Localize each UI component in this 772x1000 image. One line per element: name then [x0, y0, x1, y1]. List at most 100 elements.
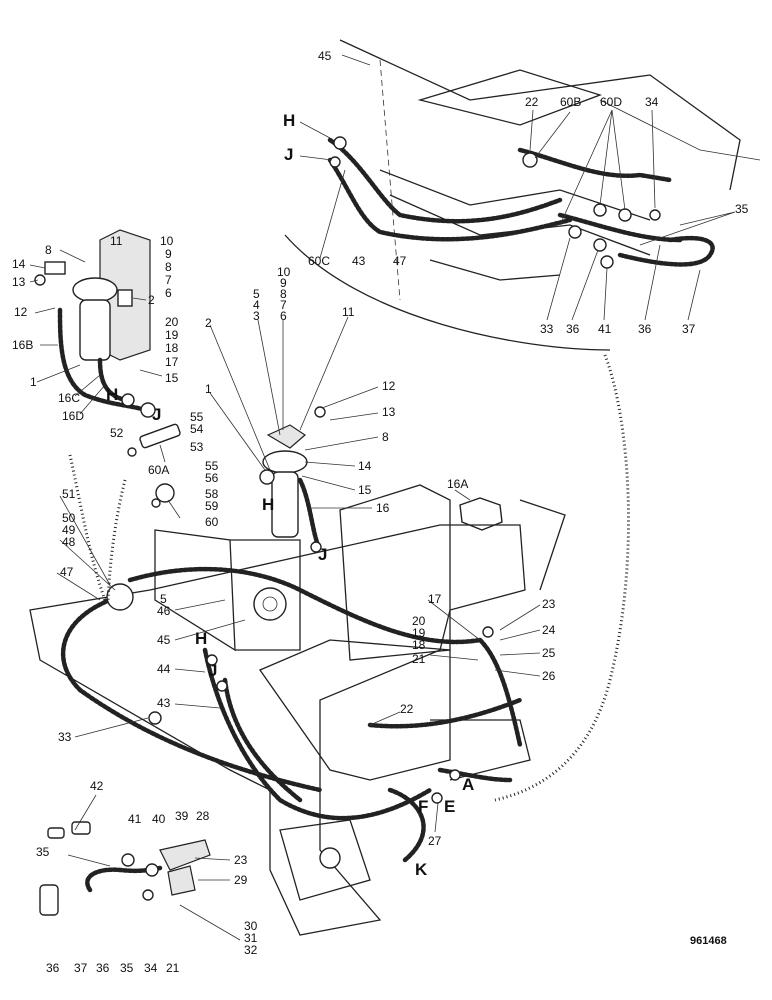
leader-37-top [687, 269, 701, 321]
callout-label: 30 [244, 919, 258, 933]
leader-J-top [299, 155, 333, 161]
leader-36b-top [644, 244, 661, 321]
hose-run-A [437, 767, 513, 783]
callout-label: 5 [253, 287, 260, 301]
connection-label: J [208, 661, 217, 680]
leader-51 [59, 495, 111, 586]
callout-label: 55 [190, 410, 204, 424]
floor-plate [430, 719, 531, 781]
callout-label: 16 [376, 501, 390, 515]
leader-23-bottom [194, 857, 231, 861]
fitting-36-left [39, 884, 59, 916]
control-pod [279, 819, 371, 901]
callout-label: 35 [735, 202, 749, 216]
hose-end-H-main [206, 654, 218, 666]
leader-22-main [369, 711, 401, 726]
figure-reference-number: 961468 [690, 935, 727, 947]
pump-flange-bore [262, 596, 278, 612]
inset-fitting-J [329, 156, 341, 168]
callout-label: 51 [62, 487, 76, 501]
callout-label: 29 [234, 873, 248, 887]
leader-16C [74, 374, 101, 397]
connection-label: J [152, 405, 161, 424]
callout-label: 1 [30, 375, 37, 389]
inset-fitting-60B [522, 152, 538, 168]
fitting-34-bottom [142, 889, 154, 901]
connection-label: H [106, 385, 118, 404]
fitting-13 [34, 274, 46, 286]
callout-label: 12 [382, 379, 396, 393]
callout-label: 21 [166, 961, 180, 975]
callout-label: 16A [447, 477, 468, 491]
callout-label: 58 [205, 487, 219, 501]
hose-run-45 [127, 566, 483, 645]
leader-45-top [341, 54, 371, 66]
filter-assembly-center [259, 406, 326, 553]
leader-33-top [546, 237, 571, 321]
callout-label: 41 [128, 812, 142, 826]
leader-12-center [321, 386, 379, 409]
callout-label: 11 [110, 234, 123, 248]
leader-12-left [34, 307, 56, 314]
callout-label: 43 [157, 696, 171, 710]
inset-fitting-36 [593, 238, 607, 252]
leader-53 [159, 444, 166, 463]
connection-label: J [284, 145, 293, 164]
callout-label: 39 [175, 809, 189, 823]
inset-rail-upper [379, 169, 651, 221]
leader-dots-2 [106, 479, 127, 601]
callout-label: 21 [412, 652, 426, 666]
callout-label: 60A [148, 463, 169, 477]
callout-label: 24 [542, 623, 556, 637]
hose-run-47 [61, 597, 323, 793]
filter-bracket-11 [266, 424, 306, 449]
leader-13-left [29, 279, 39, 283]
callout-label: 25 [542, 646, 556, 660]
callout-label: 60 [205, 515, 219, 529]
callout-label: 43 [352, 254, 366, 268]
callout-label: 53 [190, 440, 204, 454]
leader-8-center [304, 436, 379, 451]
inset-fitting-34 [649, 209, 661, 221]
inset-frame-detail [284, 39, 761, 802]
hose-run-43 [222, 677, 303, 803]
leader-dots-1 [68, 454, 107, 601]
inset-edge [599, 99, 761, 161]
leader-33-main [74, 717, 149, 738]
fitting-14 [44, 261, 66, 275]
leader-42 [74, 794, 97, 831]
leader-25 [499, 652, 541, 656]
callout-label: 8 [165, 260, 172, 274]
inset-fitting-60D-a [593, 203, 607, 217]
callout-label: 23 [234, 853, 248, 867]
callout-label: 32 [244, 943, 258, 957]
leader-44 [174, 668, 206, 673]
callout-label: 35 [36, 845, 50, 859]
leader-43 [174, 703, 221, 709]
leader-35-bottom [67, 854, 111, 867]
callout-label: 13 [382, 405, 396, 419]
bottom-fittings [39, 821, 211, 916]
leader-lines [29, 54, 736, 941]
hose-end-J-main [216, 680, 228, 692]
inset-fitting-41 [600, 255, 614, 269]
callout-label: 36 [638, 322, 652, 336]
callout-labels: 45 22 60B 60D 34 H J 35 60C 43 47 33 36 … [12, 49, 749, 975]
tank-panel [339, 484, 451, 661]
leader-23 [499, 604, 541, 631]
callout-label: 36 [96, 961, 110, 975]
leader-22-top [529, 109, 534, 151]
fitting-40-bottom [145, 863, 159, 877]
inset-hose-35 [557, 212, 683, 243]
callout-label: 15 [165, 371, 179, 385]
leader-2-left [132, 297, 147, 301]
callout-label: 34 [645, 95, 659, 109]
valve-K [319, 847, 341, 869]
leader-15-left [139, 369, 163, 377]
connection-label: A [462, 775, 474, 794]
leader-34-top [651, 109, 656, 209]
callout-label: 42 [90, 779, 104, 793]
filter-canister [79, 299, 111, 361]
callout-label: 56 [205, 471, 219, 485]
